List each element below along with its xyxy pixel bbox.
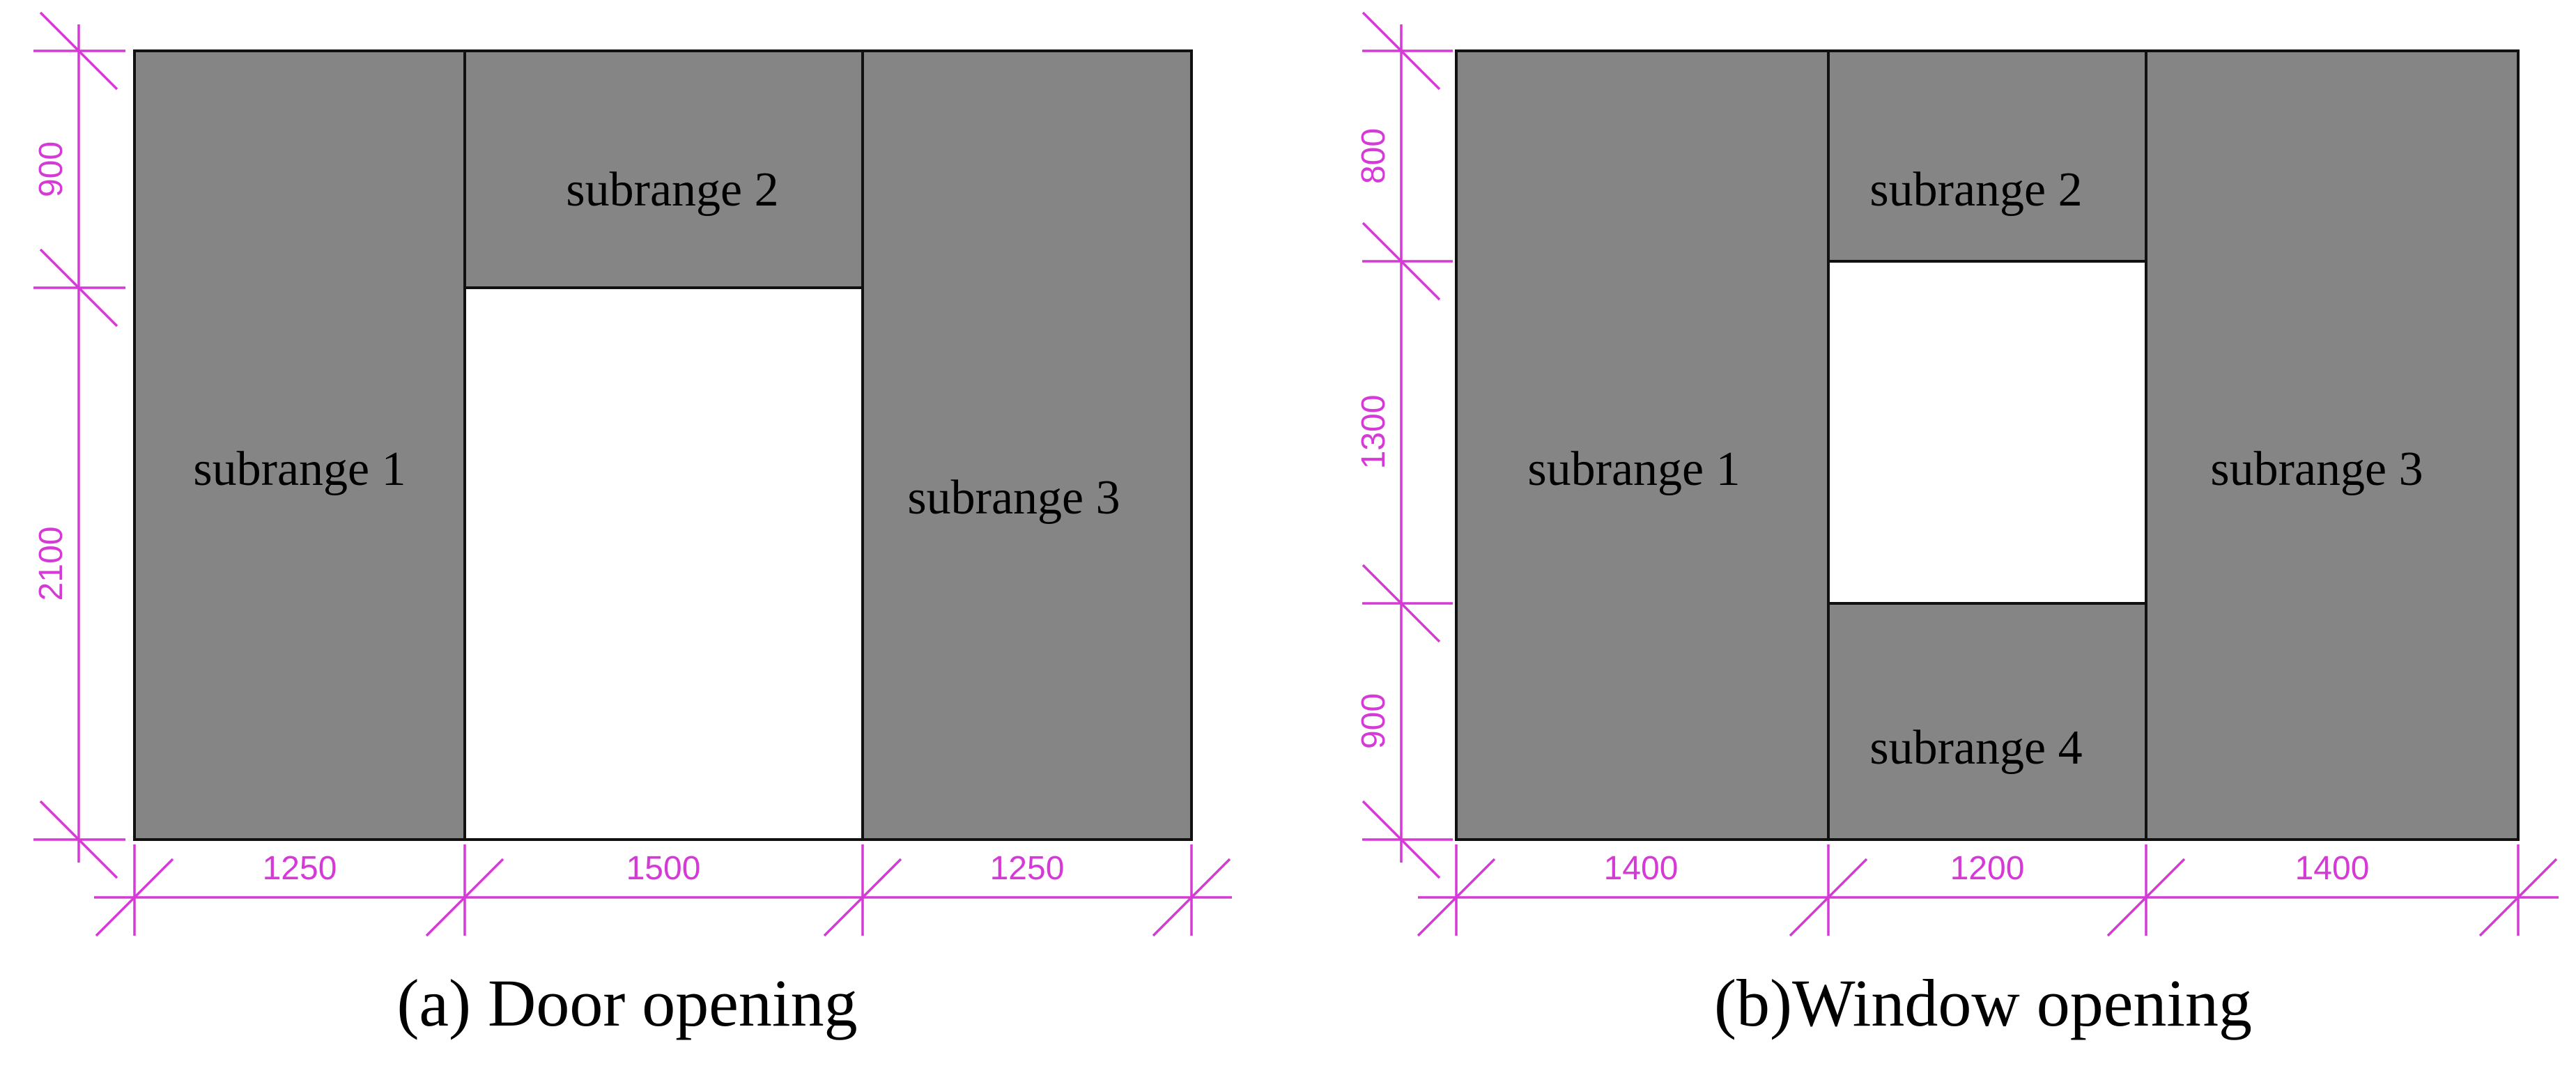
door-width-label-2: 1500 [626,850,701,887]
door-panel: subrange 1 subrange 2 subrange 3 900 210… [33,11,1232,1040]
window-vertical-tick-3 [1362,564,1441,643]
door-height-label-1: 900 [33,141,70,197]
window-caption: (b)Window opening [1714,966,2252,1040]
window-panel: subrange 1 subrange 2 subrange 3 subrang… [1355,11,2559,1040]
door-vertical-tick-mid [39,248,118,327]
window-subrange-3-region [2145,49,2520,841]
window-subrange-2-region [1827,49,2147,263]
window-subrange-3-label: subrange 3 [2210,442,2423,496]
window-subrange-1-region [1455,49,1830,841]
window-vertical-dimension: 800 1300 900 [1355,11,1453,879]
door-horizontal-dimension: 1250 1500 1250 [94,844,1232,937]
door-subrange-2-region [463,49,864,289]
door-vertical-tick-bottom [39,800,118,879]
door-subrange-3-region [861,49,1193,841]
window-subrange-1-label: subrange 1 [1527,442,1740,496]
door-caption: (a) Door opening [396,966,857,1040]
door-horizontal-tick-3 [823,858,902,937]
window-subrange-2-label: subrange 2 [1869,163,2082,217]
door-subrange-1-region [133,49,466,841]
door-vertical-tick-top [39,11,118,91]
window-height-label-1: 800 [1355,128,1392,184]
window-subrange-4-label: subrange 4 [1869,721,2082,775]
door-width-label-1: 1250 [263,850,337,887]
window-horizontal-tick-3 [2106,858,2186,937]
window-width-label-3: 1400 [2295,850,2370,887]
window-vertical-tick-2 [1362,222,1441,301]
door-width-label-3: 1250 [990,850,1065,887]
door-horizontal-tick-2 [425,858,504,937]
door-subrange-3-label: subrange 3 [907,471,1120,525]
window-horizontal-tick-1 [1417,858,1496,937]
door-horizontal-tick-1 [95,858,174,937]
window-width-label-2: 1200 [1950,850,2025,887]
window-vertical-tick-4 [1362,800,1441,879]
door-opening [463,286,864,841]
door-subrange-1-label: subrange 1 [193,442,406,496]
window-horizontal-dimension: 1400 1200 1400 [1417,844,2559,937]
door-horizontal-tick-4 [1152,858,1231,937]
window-opening [1827,260,2147,605]
door-subrange-2-label: subrange 2 [566,163,778,217]
door-height-label-2: 2100 [33,527,70,601]
window-height-label-2: 1300 [1355,395,1392,470]
door-vertical-dimension: 900 2100 [33,11,125,879]
window-horizontal-tick-4 [2478,858,2558,937]
window-vertical-tick-1 [1362,11,1441,91]
window-width-label-1: 1400 [1604,850,1679,887]
window-horizontal-tick-2 [1789,858,1868,937]
window-height-label-3: 900 [1355,693,1392,749]
